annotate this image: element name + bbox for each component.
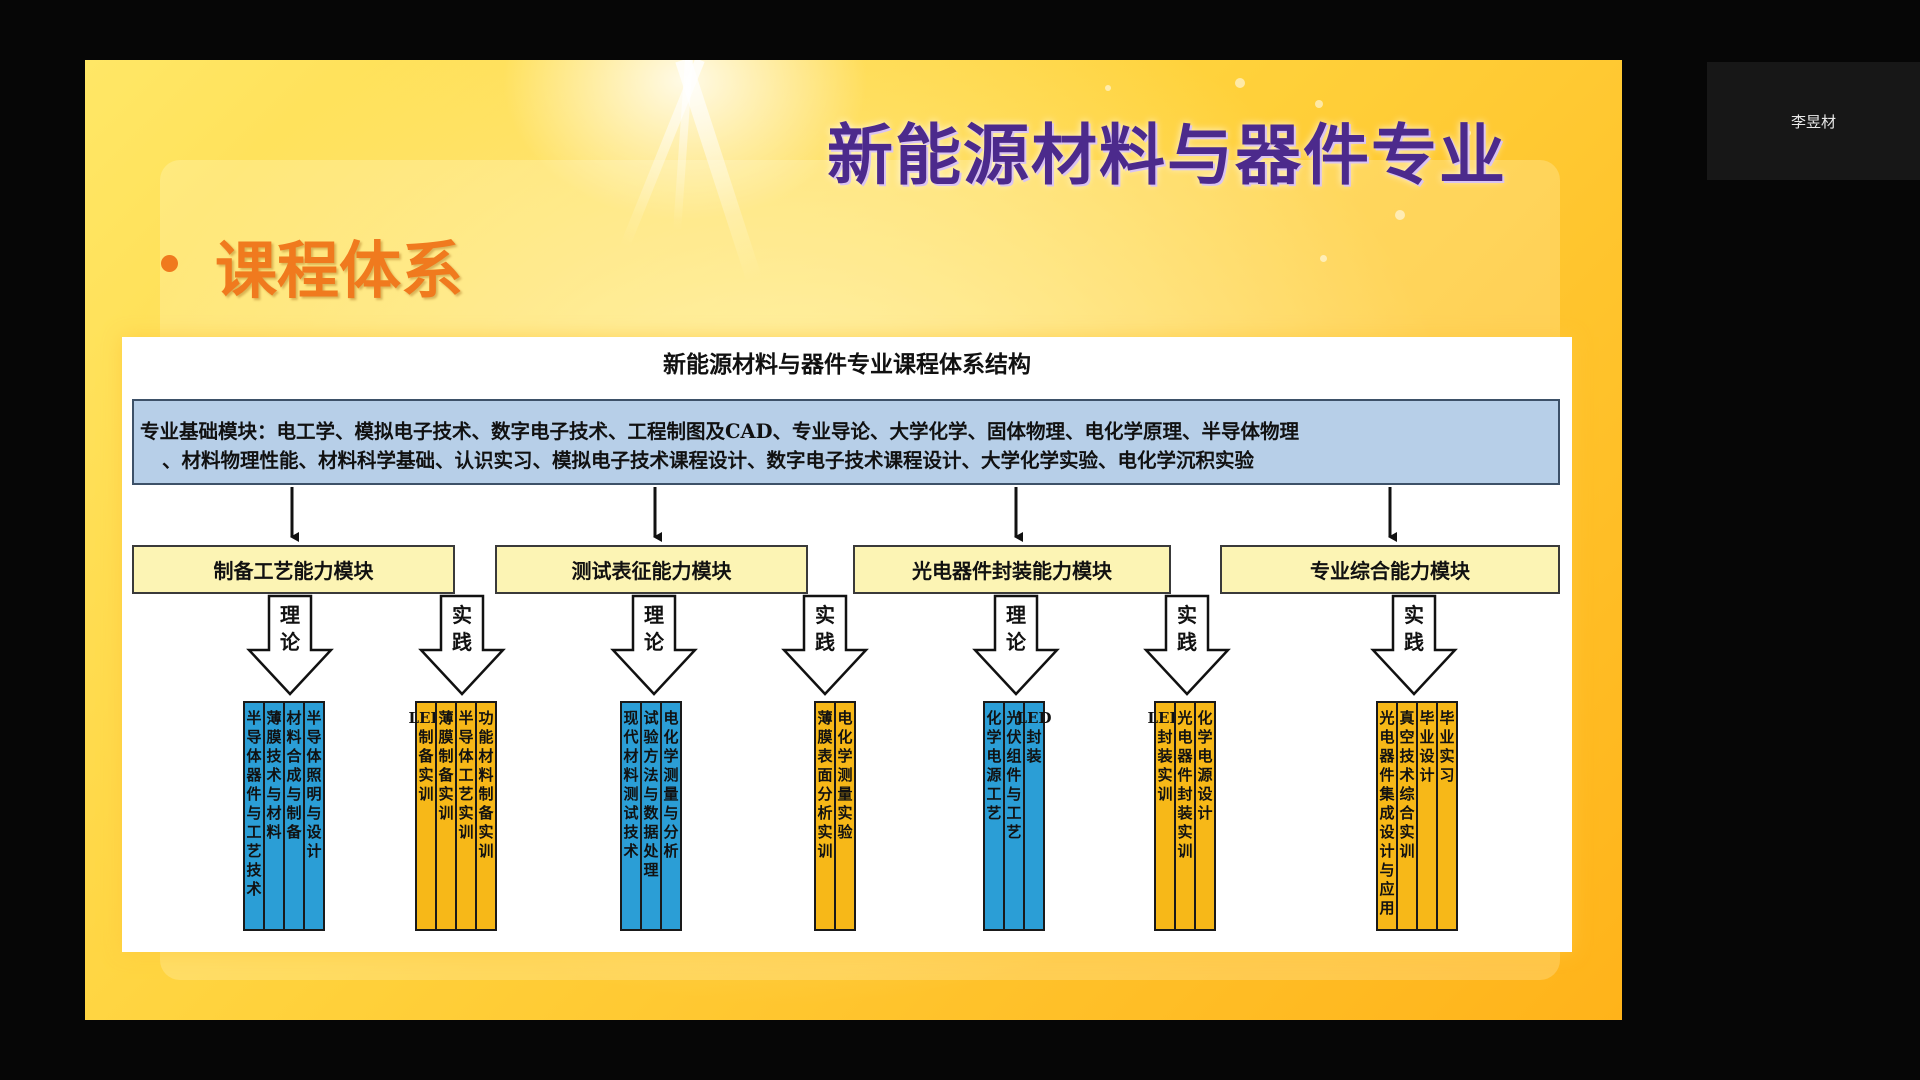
practice-label: 实践 xyxy=(452,603,472,654)
course-group-theory: 半导体器件与工艺技术 薄膜技术与材料 材料合成与制备 半导体照明与设计 xyxy=(243,701,325,931)
course-bar: 电化学测量实验 xyxy=(834,701,856,931)
course-bar: 半导体工艺实训 xyxy=(455,701,477,931)
course-bar: 光伏组件与工艺 xyxy=(1003,701,1025,931)
base-module-line1: 专业基础模块：电工学、模拟电子技术、数字电子技术、工程制图及CAD、专业导论、大… xyxy=(140,420,1300,443)
course-bar: 化学电源工艺 xyxy=(983,701,1005,931)
course-bar: 功能材料制备实训 xyxy=(475,701,497,931)
presentation-slide: 新能源材料与器件专业 课程体系 xyxy=(85,60,1622,1020)
course-bar: 薄膜制备实训 xyxy=(435,701,457,931)
module-connector-arrows xyxy=(290,487,1397,542)
module-box-packaging: 光电器件封装能力模块 xyxy=(853,545,1171,594)
course-bar: 毕业设计 xyxy=(1416,701,1438,931)
course-bar: 光电器件集成设计与应用 xyxy=(1376,701,1398,931)
practice-label: 实践 xyxy=(815,603,835,654)
sparkle xyxy=(1235,78,1245,88)
course-bar: 半导体器件与工艺技术 xyxy=(243,701,265,931)
course-bar: 光电器件封装实训 xyxy=(1174,701,1196,931)
module-box-comprehensive: 专业综合能力模块 xyxy=(1220,545,1560,594)
curriculum-diagram: 新能源材料与器件专业课程体系结构 专业基础模块：电工学、模拟电子技术、数字电子技… xyxy=(122,337,1572,952)
course-bar: 半导体照明与设计 xyxy=(303,701,325,931)
theory-label: 理论 xyxy=(280,603,300,654)
diagram-connectors xyxy=(246,487,1458,696)
course-bar: 薄膜技术与材料 xyxy=(263,701,285,931)
course-group-practice: 薄膜表面分析实训 电化学测量实验 xyxy=(814,701,856,931)
participant-name: 李昱材 xyxy=(1790,112,1836,131)
module-box-testing: 测试表征能力模块 xyxy=(495,545,808,594)
module-box-fabrication: 制备工艺能力模块 xyxy=(132,545,455,594)
course-bar: 化学电源设计 xyxy=(1194,701,1216,931)
hollow-down-arrows xyxy=(246,594,1458,696)
practice-label: 实践 xyxy=(1404,603,1424,654)
course-bar: 真空技术综合实训 xyxy=(1396,701,1418,931)
diagram-title: 新能源材料与器件专业课程体系结构 xyxy=(663,351,1031,378)
slide-title: 新能源材料与器件专业 xyxy=(827,116,1507,194)
sparkle xyxy=(1320,255,1327,262)
bullet-icon xyxy=(161,255,178,272)
sparkle xyxy=(1105,85,1111,91)
course-bar: 试验方法与数据处理 xyxy=(640,701,662,931)
base-module-box: 专业基础模块：电工学、模拟电子技术、数字电子技术、工程制图及CAD、专业导论、大… xyxy=(132,399,1560,485)
sparkle xyxy=(1465,130,1471,136)
theory-label: 理论 xyxy=(644,603,664,654)
course-bar: 现代材料测试技术 xyxy=(620,701,642,931)
course-bar: 薄膜表面分析实训 xyxy=(814,701,836,931)
theory-label: 理论 xyxy=(1006,603,1026,654)
sparkle xyxy=(1315,100,1323,108)
course-group-theory: 现代材料测试技术 试验方法与数据处理 电化学测量与分析 xyxy=(620,701,682,931)
course-group-practice: 光电器件集成设计与应用 真空技术综合实训 毕业设计 毕业实习 xyxy=(1376,701,1458,931)
practice-label: 实践 xyxy=(1177,603,1197,654)
course-bar: 材料合成与制备 xyxy=(283,701,305,931)
slide-subtitle: 课程体系 xyxy=(215,234,464,307)
participant-video-tile[interactable]: 李昱材 xyxy=(1707,62,1920,180)
sparkle xyxy=(1395,210,1405,220)
base-module-line2: 、材料物理性能、材料科学基础、认识实习、模拟电子技术课程设计、数字电子技术课程设… xyxy=(162,449,1255,472)
course-bar: 电化学测量与分析 xyxy=(660,701,682,931)
course-bar: 毕业实习 xyxy=(1436,701,1458,931)
